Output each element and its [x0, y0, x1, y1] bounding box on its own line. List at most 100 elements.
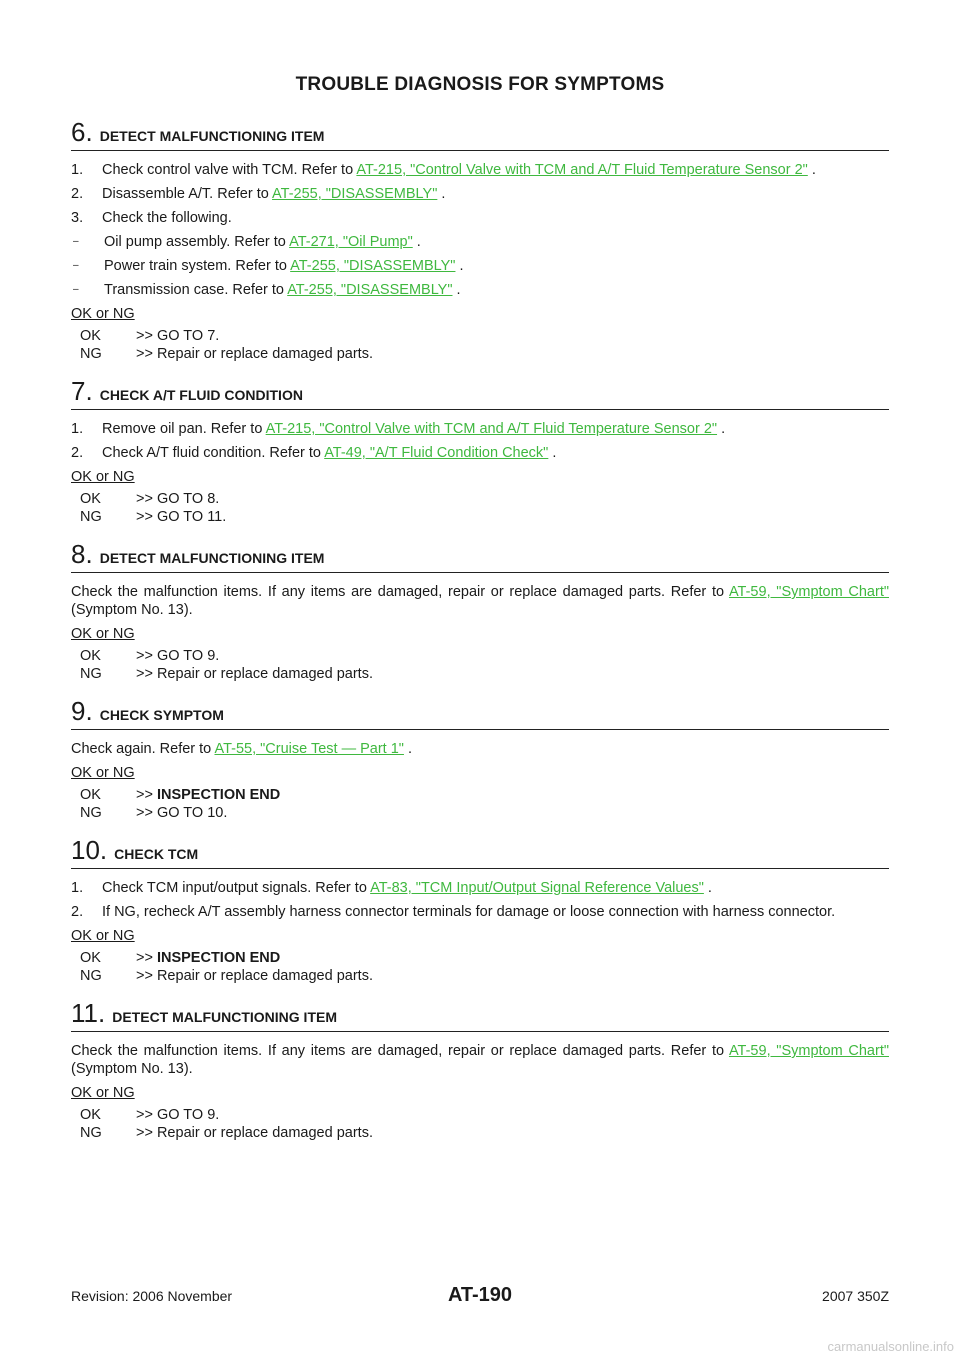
list-item: 3. Check the following. [71, 209, 889, 227]
result-key: OK [80, 648, 101, 664]
list-text-end: . [412, 234, 421, 250]
result-value: >> GO TO 11. [136, 509, 227, 525]
result-ok: OK>> GO TO 9. [80, 647, 889, 665]
step-title: DETECT MALFUNCTIONING ITEM [112, 1009, 337, 1025]
reference-link[interactable]: AT-255, "DISASSEMBLY" [287, 282, 453, 298]
document-body: 6 DETECT MALFUNCTIONING ITEM 1. Check co… [71, 118, 889, 1142]
step-6: 6 DETECT MALFUNCTIONING ITEM 1. Check co… [71, 118, 889, 363]
result-key: NG [80, 509, 102, 525]
step-9: 9 CHECK SYMPTOM Check again. Refer to AT… [71, 697, 889, 822]
result-ok: OK>> INSPECTION END [80, 786, 889, 804]
result-ng: NG >> Repair or replace damaged parts. [80, 345, 889, 363]
list-text: Disassemble A/T. Refer to [102, 186, 273, 202]
list-text: Check TCM input/output signals. Refer to [102, 880, 371, 896]
result-value: >> GO TO 10. [136, 805, 228, 821]
ok-or-ng-label: OK or NG [71, 306, 135, 322]
ok-or-ng-label: OK or NG [71, 928, 135, 944]
paragraph: Check the malfunction items. If any item… [71, 1042, 889, 1078]
result-arrow: >> [136, 950, 157, 966]
paragraph: Check again. Refer to AT-55, "Cruise Tes… [71, 740, 889, 758]
list-number: 1. [71, 162, 84, 178]
list-text-end: . [548, 445, 557, 461]
list-text: Check control valve with TCM. Refer to [102, 162, 357, 178]
paragraph-text-end: (Symptom No. 13). [71, 602, 193, 618]
sub-list-item: – Oil pump assembly. Refer to AT-271, "O… [71, 233, 889, 251]
reference-link[interactable]: AT-59, "Symptom Chart" [728, 584, 889, 600]
reference-link[interactable]: AT-59, "Symptom Chart" [728, 1043, 889, 1059]
step-title: DETECT MALFUNCTIONING ITEM [99, 128, 325, 144]
dash-bullet-icon: – [73, 260, 79, 271]
list-item: 2. Check A/T fluid condition. Refer to A… [71, 444, 889, 462]
list-text: Power train system. Refer to [104, 258, 291, 274]
model-year: 2007 350Z [822, 1288, 889, 1304]
list-text-end: . [703, 880, 712, 896]
step-number: 6 [71, 118, 93, 146]
sub-list-item: – Power train system. Refer to AT-255, "… [71, 257, 889, 275]
list-text: Check A/T fluid condition. Refer to [102, 445, 325, 461]
page-number: AT-190 [447, 1284, 513, 1306]
step-heading: 9 CHECK SYMPTOM [71, 697, 889, 730]
result-key: OK [80, 787, 101, 803]
step-11: 11 DETECT MALFUNCTIONING ITEM Check the … [71, 999, 889, 1142]
list-item: 1. Check TCM input/output signals. Refer… [71, 879, 889, 897]
list-number: 2. [71, 904, 84, 920]
step-number: 10 [71, 836, 107, 864]
result-ok: OK>> INSPECTION END [80, 949, 889, 967]
reference-link[interactable]: AT-215, "Control Valve with TCM and A/T … [356, 162, 808, 178]
result-ng: NG >> Repair or replace damaged parts. [80, 967, 889, 985]
result-value: >> Repair or replace damaged parts. [136, 968, 373, 984]
list-number: 2. [71, 445, 84, 461]
step-10: 10 CHECK TCM 1. Check TCM input/output s… [71, 836, 889, 985]
list-item: 2. Disassemble A/T. Refer to AT-255, "DI… [71, 185, 889, 203]
list-text-end: . [452, 282, 461, 298]
result-ng: NG >> GO TO 10. [80, 804, 889, 822]
revision-date: Revision: 2006 November [71, 1288, 233, 1304]
result-ng: NG>> Repair or replace damaged parts. [80, 665, 889, 683]
reference-link[interactable]: AT-255, "DISASSEMBLY" [290, 258, 456, 274]
list-text: Remove oil pan. Refer to [102, 421, 266, 437]
step-8: 8 DETECT MALFUNCTIONING ITEM Check the m… [71, 540, 889, 683]
step-heading: 7 CHECK A/T FLUID CONDITION [71, 377, 889, 410]
step-heading: 8 DETECT MALFUNCTIONING ITEM [71, 540, 889, 573]
reference-link[interactable]: AT-55, "Cruise Test — Part 1" [214, 741, 404, 757]
result-key: OK [80, 950, 101, 966]
reference-link[interactable]: AT-255, "DISASSEMBLY" [272, 186, 438, 202]
result-ok: OK >> GO TO 8. [80, 490, 889, 508]
list-text: Oil pump assembly. Refer to [104, 234, 290, 250]
step-7: 7 CHECK A/T FLUID CONDITION 1. Remove oi… [71, 377, 889, 526]
result-value: >> Repair or replace damaged parts. [136, 666, 373, 682]
list-item: 2. If NG, recheck A/T assembly harness c… [71, 903, 889, 921]
result-key: NG [80, 805, 102, 821]
list-text-end: . [437, 186, 446, 202]
step-heading: 10 CHECK TCM [71, 836, 889, 869]
step-number: 8 [71, 540, 93, 568]
step-heading: 6 DETECT MALFUNCTIONING ITEM [71, 118, 889, 151]
page-title: TROUBLE DIAGNOSIS FOR SYMPTOMS [295, 74, 665, 95]
result-key: NG [80, 1125, 102, 1141]
result-ng: NG>> Repair or replace damaged parts. [80, 1124, 889, 1142]
result-key: NG [80, 968, 102, 984]
reference-link[interactable]: AT-49, "A/T Fluid Condition Check" [324, 445, 549, 461]
reference-link[interactable]: AT-83, "TCM Input/Output Signal Referenc… [370, 880, 704, 896]
result-key: NG [80, 346, 102, 362]
ok-or-ng-label: OK or NG [71, 1085, 135, 1101]
step-title: CHECK SYMPTOM [99, 707, 224, 723]
paragraph: Check the malfunction items. If any item… [71, 583, 889, 619]
result-value: >> Repair or replace damaged parts. [136, 346, 373, 362]
paragraph-text: Check again. Refer to [71, 741, 215, 757]
result-value: >> GO TO 8. [136, 491, 220, 507]
result-value: INSPECTION END [156, 787, 281, 803]
reference-link[interactable]: AT-271, "Oil Pump" [289, 234, 413, 250]
dash-bullet-icon: – [73, 284, 79, 295]
paragraph-text-end: (Symptom No. 13). [71, 1061, 193, 1077]
list-text-end: . [455, 258, 464, 274]
step-heading: 11 DETECT MALFUNCTIONING ITEM [71, 999, 889, 1032]
result-ok: OK>> GO TO 7. [80, 327, 889, 345]
list-number: 1. [71, 880, 84, 896]
result-key: OK [80, 491, 101, 507]
paragraph-text-end: . [403, 741, 413, 757]
list-text: Transmission case. Refer to [104, 282, 288, 298]
list-number: 3. [71, 210, 84, 226]
list-text-end: . [717, 421, 726, 437]
reference-link[interactable]: AT-215, "Control Valve with TCM and A/T … [265, 421, 718, 437]
